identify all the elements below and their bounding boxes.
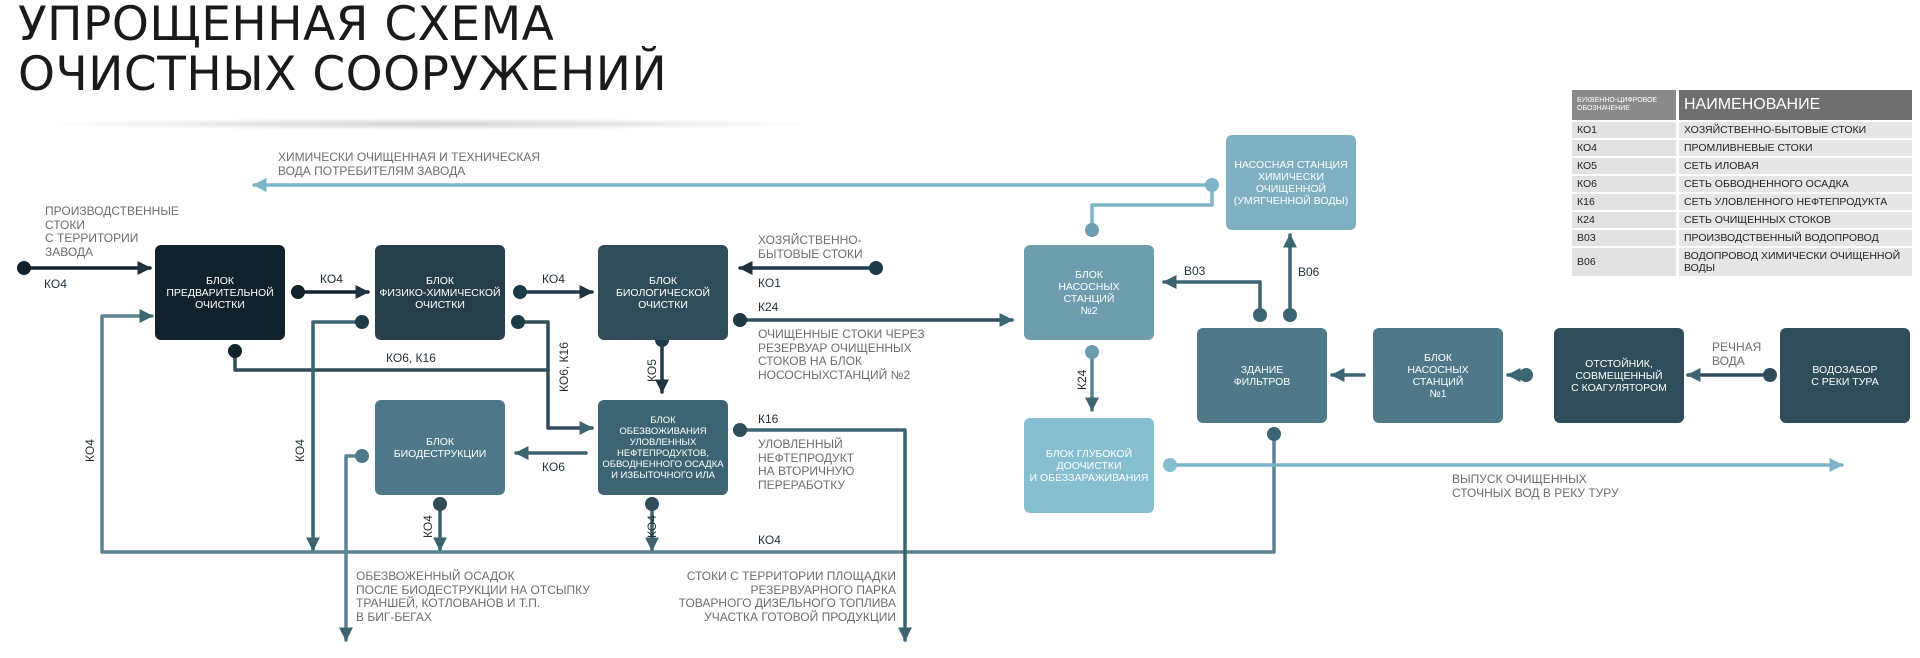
label-chem-water: ХИМИЧЕСКИ ОЧИЩЕННАЯ И ТЕХНИЧЕСКАЯ ВОДА П… xyxy=(278,150,541,178)
flow-b03 xyxy=(1162,275,1262,317)
block-label: БЛОК БИОЛОГИЧЕСКОЙ ОЧИСТКИ xyxy=(615,274,711,311)
legend-name: СЕТЬ ОБВОДНЕННОГО ОСАДКА xyxy=(1676,176,1912,192)
label-oil-product: УЛОВЛЕННЫЙ НЕФТЕПРОДУКТ НА ВТОРИЧНУЮ ПЕР… xyxy=(758,437,855,492)
block-filters-building[interactable]: ЗДАНИЕ ФИЛЬТРОВ xyxy=(1197,328,1327,423)
flow-k04-return xyxy=(100,309,1276,554)
legend-name: ВОДОПРОВОД ХИМИЧЕСКИ ОЧИЩЕННОЙ ВОДЫ xyxy=(1676,248,1912,276)
label-production-runoff: ПРОИЗВОДСТВЕННЫЕ СТОКИ С ТЕРРИТОРИИ ЗАВО… xyxy=(45,204,179,259)
flow-pump2-up xyxy=(1090,183,1214,232)
legend-header-name: НАИМЕНОВАНИЕ xyxy=(1676,90,1912,120)
block-label: ВОДОЗАБОР С РЕКИ ТУРА xyxy=(1811,363,1879,388)
label-river-water: РЕЧНАЯ ВОДА xyxy=(1712,340,1762,368)
title-line-2: ОЧИСТНЫХ СООРУЖЕНИЙ xyxy=(18,47,668,102)
label-treated-runoff: ОЧИЩЕННЫЕ СТОКИ ЧЕРЕЗ РЕЗЕРВУАР ОЧИЩЕННЫ… xyxy=(758,327,925,382)
code-k04-mid: КО4 xyxy=(293,439,307,462)
block-settler[interactable]: ОТСТОЙНИК, СОВМЕЩЕННЫЙ С КОАГУЛЯТОРОМ xyxy=(1554,328,1684,423)
block-label: ОТСТОЙНИК, СОВМЕЩЕННЫЙ С КОАГУЛЯТОРОМ xyxy=(1571,357,1667,394)
code-k05: КО5 xyxy=(645,359,659,382)
block-physico-chemical[interactable]: БЛОК ФИЗИКО-ХИМИЧЕСКОЙ ОЧИСТКИ xyxy=(375,245,505,340)
legend-name: ПРОМЛИВНЕВЫЕ СТОКИ xyxy=(1676,140,1912,156)
code-k01: КО1 xyxy=(758,276,781,290)
code-k24: К24 xyxy=(758,300,779,314)
flow-k06-k16-vert xyxy=(516,320,594,435)
flow-k04-mid xyxy=(306,320,364,552)
code-k04-bottom: КО4 xyxy=(758,533,781,547)
block-label: БЛОК БИОДЕСТРУКЦИИ xyxy=(393,435,487,460)
title-line-1: УПРОЩЕННАЯ СХЕМА xyxy=(18,0,555,52)
legend-code: КО6 xyxy=(1572,176,1676,192)
code-b06: В06 xyxy=(1298,265,1320,279)
code-k04-left: КО4 xyxy=(83,439,97,462)
code-k06-k16-row: КО6, К16 xyxy=(386,351,436,365)
title-shadow xyxy=(40,118,820,130)
legend-code: КО1 xyxy=(1572,122,1676,138)
label-discharge: ВЫПУСК ОЧИЩЕННЫХ СТОЧНЫХ ВОД В РЕКУ ТУРУ xyxy=(1452,472,1619,500)
block-label: БЛОК ПРЕДВАРИТЕЛЬНОЙ ОЧИСТКИ xyxy=(166,274,274,311)
legend-name: СЕТЬ ОЧИЩЕННЫХ СТОКОВ xyxy=(1676,212,1912,228)
legend-name: ПРОИЗВОДСТВЕННЫЙ ВОДОПРОВОД xyxy=(1676,230,1912,246)
block-label: БЛОК НАСОСНЫХ СТАНЦИЙ №1 xyxy=(1407,351,1469,400)
code-k04-phys-bio: КО4 xyxy=(542,272,565,286)
block-label: БЛОК ОБЕЗВОЖИВАНИЯ УЛОВЛЕННЫХ НЕФТЕПРОДУ… xyxy=(602,414,724,481)
label-dewatered-sludge: ОБЕЗВОЖЕННЫЙ ОСАДОК ПОСЛЕ БИОДЕСТРУКЦИИ … xyxy=(356,569,590,624)
block-preliminary-treatment[interactable]: БЛОК ПРЕДВАРИТЕЛЬНОЙ ОЧИСТКИ xyxy=(155,245,285,340)
legend-name: СЕТЬ ИЛОВАЯ xyxy=(1676,158,1912,174)
legend-code: В03 xyxy=(1572,230,1676,246)
block-chem-pump-station[interactable]: НАСОСНАЯ СТАНЦИЯ ХИМИЧЕСКИ ОЧИЩЕННОЙ (УМ… xyxy=(1226,135,1356,230)
code-k04-biodes: КО4 xyxy=(421,515,435,538)
code-k24-vert: К24 xyxy=(1075,369,1089,390)
legend-header: БУКВЕННО-ЦИФРОВОЕ ОБОЗНАЧЕНИЕ НАИМЕНОВАН… xyxy=(1572,90,1912,120)
legend-code: КО4 xyxy=(1572,140,1676,156)
legend-name: СЕТЬ УЛОВЛЕННОГО НЕФТЕПРОДУКТА xyxy=(1676,194,1912,210)
code-k06-k16-vert: КО6, К16 xyxy=(557,342,571,392)
block-biological[interactable]: БЛОК БИОЛОГИЧЕСКОЙ ОЧИСТКИ xyxy=(598,245,728,340)
block-label: ЗДАНИЕ ФИЛЬТРОВ xyxy=(1233,363,1291,388)
legend-code: К24 xyxy=(1572,212,1676,228)
code-k04-pre-phys: КО4 xyxy=(320,272,343,286)
legend-table: БУКВЕННО-ЦИФРОВОЕ ОБОЗНАЧЕНИЕ НАИМЕНОВАН… xyxy=(1572,88,1912,278)
legend-code: В06 xyxy=(1572,248,1676,276)
legend-name: ХОЗЯЙСТВЕННО-БЫТОВЫЕ СТОКИ xyxy=(1676,122,1912,138)
code-k16: К16 xyxy=(758,412,779,426)
legend-code: КО5 xyxy=(1572,158,1676,174)
block-biodestruction[interactable]: БЛОК БИОДЕСТРУКЦИИ xyxy=(375,400,505,495)
code-k04-in: КО4 xyxy=(44,277,67,291)
block-label: БЛОК НАСОСНЫХ СТАНЦИЙ №2 xyxy=(1058,268,1120,317)
code-k06: КО6 xyxy=(542,460,565,474)
block-pump-stations-2[interactable]: БЛОК НАСОСНЫХ СТАНЦИЙ №2 xyxy=(1024,245,1154,340)
block-pump-stations-1[interactable]: БЛОК НАСОСНЫХ СТАНЦИЙ №1 xyxy=(1373,328,1503,423)
block-label: БЛОК ФИЗИКО-ХИМИЧЕСКОЙ ОЧИСТКИ xyxy=(379,274,501,311)
block-river-intake[interactable]: ВОДОЗАБОР С РЕКИ ТУРА xyxy=(1780,328,1910,423)
label-household: ХОЗЯЙСТВЕННО- БЫТОВЫЕ СТОКИ xyxy=(758,233,863,261)
block-deep-treatment[interactable]: БЛОК ГЛУБОКОЙ ДООЧИСТКИ И ОБЕЗЗАРАЖИВАНИ… xyxy=(1024,418,1154,513)
flow-k16-oil xyxy=(738,428,912,642)
block-label: БЛОК ГЛУБОКОЙ ДООЧИСТКИ И ОБЕЗЗАРАЖИВАНИ… xyxy=(1029,447,1149,484)
connection-dots xyxy=(17,178,1777,511)
code-b03: В03 xyxy=(1184,264,1206,278)
legend-header-code: БУКВЕННО-ЦИФРОВОЕ ОБОЗНАЧЕНИЕ xyxy=(1572,90,1676,120)
code-k04-dewater: КО4 xyxy=(645,515,659,538)
block-dewatering[interactable]: БЛОК ОБЕЗВОЖИВАНИЯ УЛОВЛЕННЫХ НЕФТЕПРОДУ… xyxy=(598,400,728,495)
block-label: НАСОСНАЯ СТАНЦИЯ ХИМИЧЕСКИ ОЧИЩЕННОЙ (УМ… xyxy=(1233,158,1349,207)
label-site-runoff: СТОКИ С ТЕРРИТОРИИ ПЛОЩАДКИ РЕЗЕРВУАРНОГ… xyxy=(678,569,896,624)
legend-code: К16 xyxy=(1572,194,1676,210)
